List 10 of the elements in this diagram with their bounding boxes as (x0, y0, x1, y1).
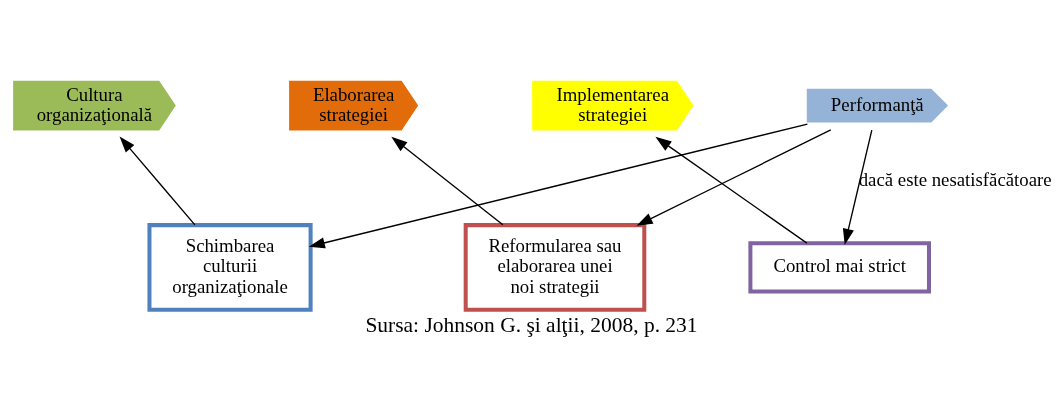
arrow (308, 122, 809, 248)
node-box: Schimbarea culturii organizaţionale (147, 222, 313, 312)
arrow (391, 136, 504, 225)
arrow (636, 128, 832, 226)
arrow (655, 136, 808, 244)
caption: Sursa: Johnson G. şi alţii, 2008, p. 231 (365, 312, 698, 337)
arrow (842, 128, 873, 245)
node-box: Reformularea sau elaborarea unei noi strategii (463, 222, 647, 312)
arrow (119, 135, 196, 225)
node-box: Control mai strict (748, 240, 931, 294)
